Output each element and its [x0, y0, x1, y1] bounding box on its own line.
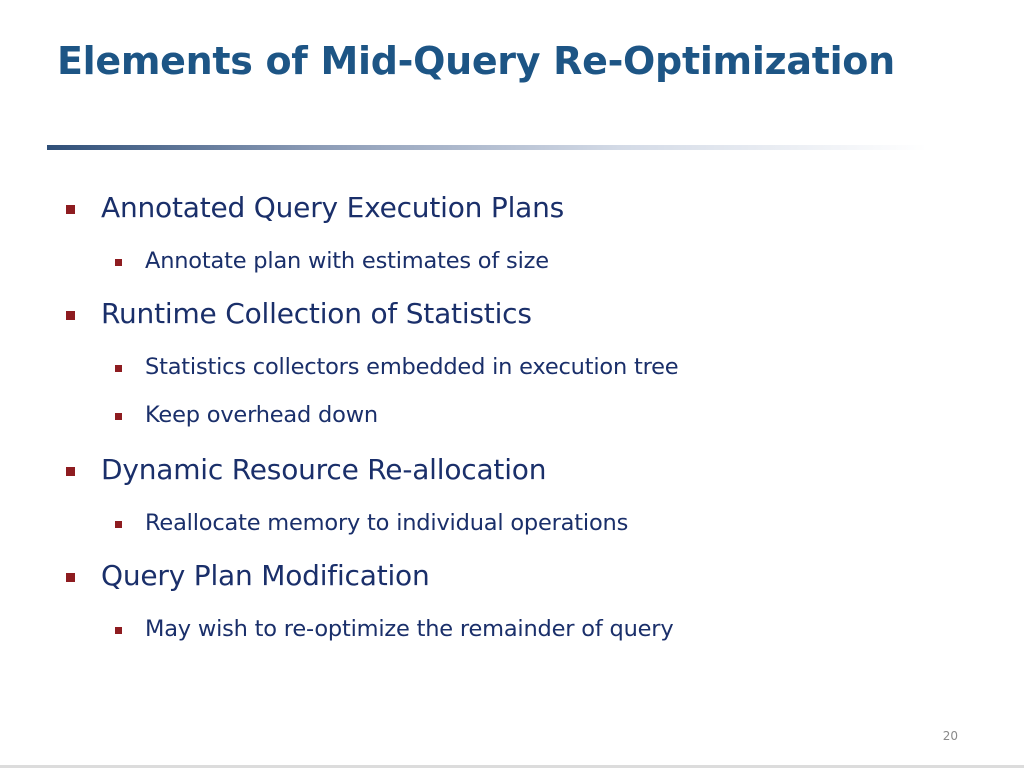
square-bullet-icon	[66, 573, 75, 582]
slide-title: Elements of Mid-Query Re-Optimization	[57, 39, 895, 83]
square-bullet-icon	[115, 521, 122, 528]
sub-bullet-text: Keep overhead down	[145, 402, 378, 428]
page-number: 20	[942, 729, 958, 743]
square-bullet-icon	[115, 259, 122, 266]
footer-rule	[0, 765, 1024, 768]
bullet-text: Annotated Query Execution Plans	[101, 191, 565, 224]
sub-bullet-text: Annotate plan with estimates of size	[145, 248, 549, 274]
sub-bullet-text: May wish to re-optimize the remainder of…	[145, 616, 674, 642]
title-underline	[47, 145, 927, 150]
bullet-text: Dynamic Resource Re-allocation	[101, 453, 547, 486]
square-bullet-icon	[115, 413, 122, 420]
square-bullet-icon	[66, 311, 75, 320]
square-bullet-icon	[115, 627, 122, 634]
square-bullet-icon	[66, 467, 75, 476]
sub-bullet-text: Statistics collectors embedded in execut…	[145, 354, 679, 380]
bullet-text: Runtime Collection of Statistics	[101, 297, 532, 330]
bullet-text: Query Plan Modification	[101, 559, 430, 592]
square-bullet-icon	[66, 205, 75, 214]
square-bullet-icon	[115, 365, 122, 372]
sub-bullet-text: Reallocate memory to individual operatio…	[145, 510, 629, 536]
